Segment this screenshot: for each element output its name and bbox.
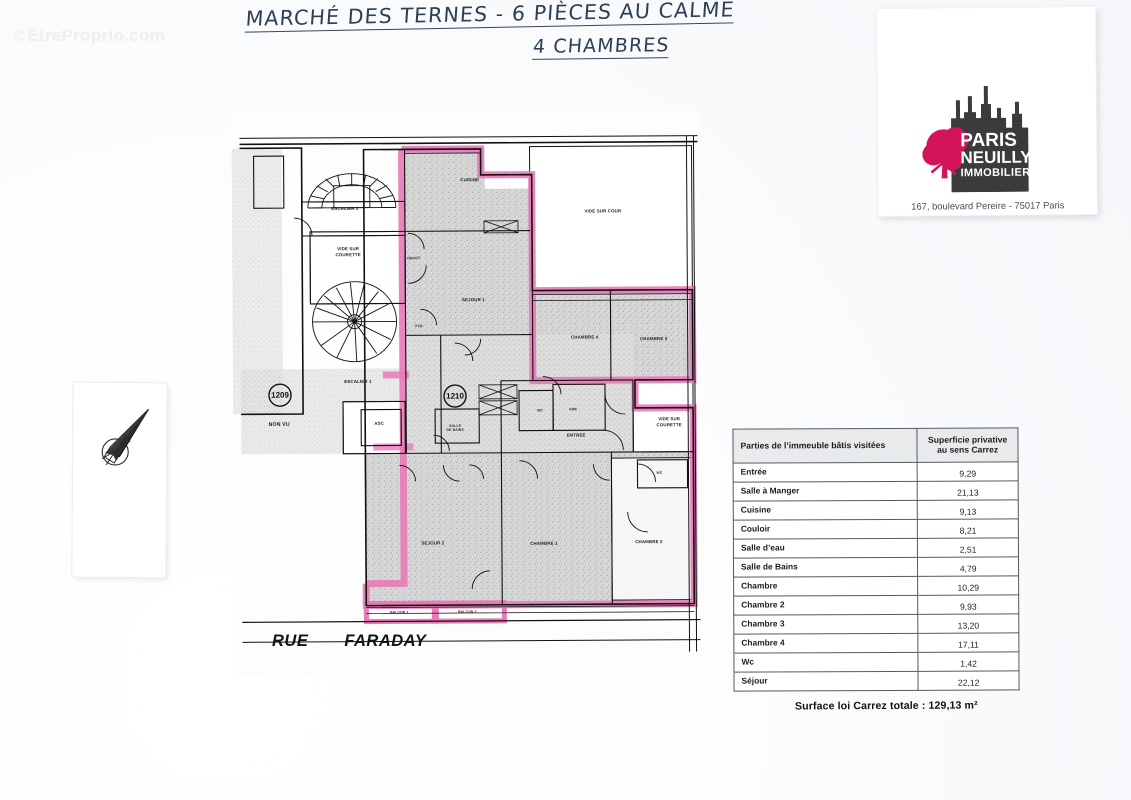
cell-room-area: 10,29: [917, 575, 1019, 595]
cell-room-name: Chambre 4: [733, 632, 919, 653]
cell-room-name: Couloir: [733, 518, 918, 539]
cell-room-name: Salle à Manger: [733, 480, 918, 501]
cell-room-name: Salle de Bains: [733, 556, 918, 577]
header-room: Parties de l’immeuble bâtis visitées: [732, 428, 918, 463]
cell-room-name: Chambre 3: [733, 613, 919, 634]
table-header-row: Parties de l’immeuble bâtis visitées Sup…: [732, 427, 1019, 463]
title-line-2: 4 CHAMBRES: [531, 34, 671, 60]
cell-room-area: 1,42: [918, 651, 1019, 671]
marker-1209: 1209: [271, 390, 289, 400]
cell-room-area: 21,13: [917, 480, 1019, 500]
cell-room-name: Séjour: [733, 670, 919, 691]
cell-room-area: 9,13: [917, 499, 1019, 519]
cell-room-name: Salle d’eau: [733, 537, 918, 558]
handwritten-title: MARCHÉ DES TERNES - 6 PIÈCES AU CALME 4 …: [244, 0, 806, 60]
cell-room-area: 17,11: [918, 632, 1019, 652]
agency-address: 167, boulevard Pereire - 75017 Paris: [911, 199, 1065, 212]
cell-room-area: 13,20: [918, 613, 1019, 633]
north-arrow-icon: [101, 408, 150, 466]
etreproprio-watermark: ©EtreProprio.com: [14, 26, 165, 46]
copyright-icon: ©: [14, 28, 26, 45]
cell-room-area: 8,21: [917, 518, 1019, 538]
street-name: FARADAY: [344, 632, 427, 650]
carrez-total: Surface loi Carrez totale : 129,13 m²: [794, 699, 978, 713]
floor-plan-drawing: [231, 111, 702, 676]
cell-room-name: Cuisine: [733, 499, 918, 520]
cell-room-name: Chambre 2: [733, 594, 919, 615]
carrez-surface-table: Parties de l’immeuble bâtis visitées Sup…: [732, 427, 1020, 692]
watermark-text: EtreProprio.com: [27, 26, 166, 45]
cell-room-area: 4,79: [917, 556, 1019, 576]
street-label: RUE FARADAY: [272, 632, 426, 651]
logo-text-paris: PARIS: [960, 130, 1017, 151]
cell-room-name: Chambre: [733, 575, 918, 596]
cell-room-area: 22,12: [918, 670, 1020, 690]
cell-room-name: Entrée: [733, 461, 918, 482]
logo-text-neuilly: NEUILLY: [960, 148, 1032, 168]
table-head: Parties de l’immeuble bâtis visitées Sup…: [732, 427, 1019, 463]
street-prefix: RUE: [272, 632, 309, 650]
paris-neuilly-logo-icon: PARIS NEUILLY IMMOBILIER: [922, 85, 1032, 193]
title-line-1: MARCHÉ DES TERNES - 6 PIÈCES AU CALME: [244, 0, 736, 33]
compass-box: [72, 382, 167, 578]
cell-room-area: 9,29: [917, 461, 1019, 481]
logo-text-immobilier: IMMOBILIER: [960, 167, 1030, 180]
cell-room-area: 2,51: [917, 537, 1019, 557]
marker-1210: 1210: [446, 391, 464, 401]
cell-room-name: Wc: [733, 651, 919, 672]
header-area: Superficie privative au sens Carrez: [917, 427, 1019, 462]
agency-logo-card: PARIS NEUILLY IMMOBILIER 167, boulevard …: [877, 7, 1097, 216]
cell-room-area: 9,93: [917, 594, 1019, 614]
